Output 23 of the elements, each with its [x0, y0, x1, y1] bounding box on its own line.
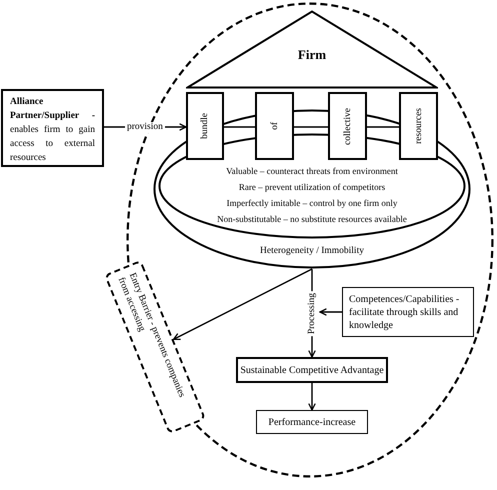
text-box: Alliance Partner/Supplier - enables firm to gain access to external resources	[1, 89, 104, 167]
pillar-label: resources	[414, 108, 424, 144]
edge-label: provision	[125, 122, 165, 132]
pillar-box	[399, 92, 438, 160]
criterion-text: Rare – prevent utilization of competitors	[238, 182, 386, 192]
arrow	[172, 268, 312, 340]
text-box: Sustainable Competitive Advantage	[236, 357, 388, 383]
pillar-box	[186, 92, 224, 160]
criterion-text: Non-substitutable – no substitute resources available	[217, 214, 407, 224]
edge-label: Processing	[306, 290, 318, 336]
pillar-label: of	[270, 122, 280, 130]
criterion-text: Valuable – counteract threats from environment	[226, 166, 398, 176]
arrow	[308, 383, 316, 411]
oval-label: Heterogeneity / Immobility	[260, 246, 364, 257]
arrow	[319, 308, 342, 316]
roof-label: Firm	[298, 48, 326, 62]
pillar-box	[328, 92, 367, 160]
pillar-box	[255, 92, 294, 160]
text-box: Performance-increase	[256, 410, 368, 434]
text-box: Competences/Capabilities - facilitate through skills and knowledge	[342, 287, 474, 337]
pillar-label: collective	[342, 108, 352, 144]
criterion-text: Imperfectly imitable – control by one firm only	[226, 198, 398, 208]
pillar-label: bundle	[200, 113, 210, 139]
